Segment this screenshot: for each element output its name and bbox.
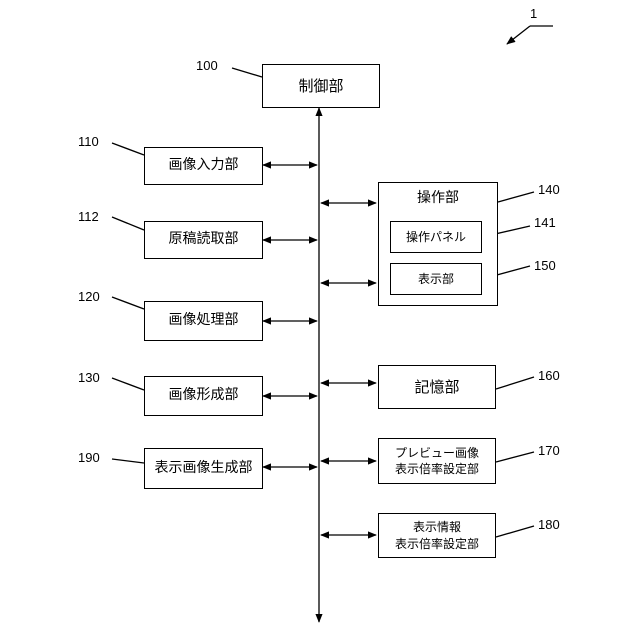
info-ratio-label-line2: 表示倍率設定部 bbox=[395, 536, 479, 552]
leader-120 bbox=[112, 297, 144, 309]
operation-panel-box: 操作パネル bbox=[390, 221, 482, 253]
ref-1-arrow bbox=[507, 26, 530, 44]
ref-image-forming: 130 bbox=[78, 370, 100, 385]
ref-operation: 140 bbox=[538, 182, 560, 197]
info-ratio-box: 表示情報 表示倍率設定部 bbox=[378, 513, 496, 558]
leader-180 bbox=[496, 526, 534, 537]
image-input-box: 画像入力部 bbox=[144, 147, 263, 185]
ref-storage: 160 bbox=[538, 368, 560, 383]
display-label: 表示部 bbox=[418, 272, 454, 287]
document-reading-label: 原稿読取部 bbox=[169, 231, 239, 249]
image-processing-label: 画像処理部 bbox=[169, 312, 239, 330]
preview-ratio-label-line2: 表示倍率設定部 bbox=[395, 461, 479, 477]
leader-100 bbox=[232, 68, 262, 77]
leader-140 bbox=[498, 192, 534, 202]
ref-control: 100 bbox=[196, 58, 218, 73]
leader-110 bbox=[112, 143, 144, 155]
operation-panel-label: 操作パネル bbox=[406, 230, 466, 245]
leader-190 bbox=[112, 459, 144, 463]
operation-label: 操作部 bbox=[417, 190, 459, 208]
image-processing-box: 画像処理部 bbox=[144, 301, 263, 341]
image-forming-box: 画像形成部 bbox=[144, 376, 263, 416]
storage-label: 記憶部 bbox=[414, 378, 459, 397]
ref-info-ratio: 180 bbox=[538, 517, 560, 532]
ref-image-input: 110 bbox=[78, 134, 99, 149]
image-forming-label: 画像形成部 bbox=[169, 387, 239, 405]
leader-130 bbox=[112, 378, 144, 390]
ref-document-reading: 112 bbox=[78, 209, 99, 224]
image-input-label: 画像入力部 bbox=[169, 157, 239, 175]
leader-170 bbox=[496, 452, 534, 462]
display-image-generation-box: 表示画像生成部 bbox=[144, 448, 263, 489]
control-box: 制御部 bbox=[262, 64, 380, 108]
ref-operation-panel: 141 bbox=[534, 215, 556, 230]
display-image-generation-label: 表示画像生成部 bbox=[155, 460, 253, 478]
ref-display: 150 bbox=[534, 258, 556, 273]
display-box: 表示部 bbox=[390, 263, 482, 295]
document-reading-box: 原稿読取部 bbox=[144, 221, 263, 259]
control-label: 制御部 bbox=[298, 77, 343, 96]
ref-system: 1 bbox=[530, 6, 537, 21]
leader-160 bbox=[496, 377, 534, 389]
leader-112 bbox=[112, 217, 144, 230]
preview-ratio-box: プレビュー画像 表示倍率設定部 bbox=[378, 438, 496, 484]
preview-ratio-label-line1: プレビュー画像 bbox=[395, 445, 479, 461]
ref-display-image-generation: 190 bbox=[78, 450, 100, 465]
info-ratio-label-line1: 表示情報 bbox=[413, 519, 461, 535]
ref-image-processing: 120 bbox=[78, 289, 100, 304]
storage-box: 記憶部 bbox=[378, 365, 496, 409]
ref-preview-ratio: 170 bbox=[538, 443, 560, 458]
